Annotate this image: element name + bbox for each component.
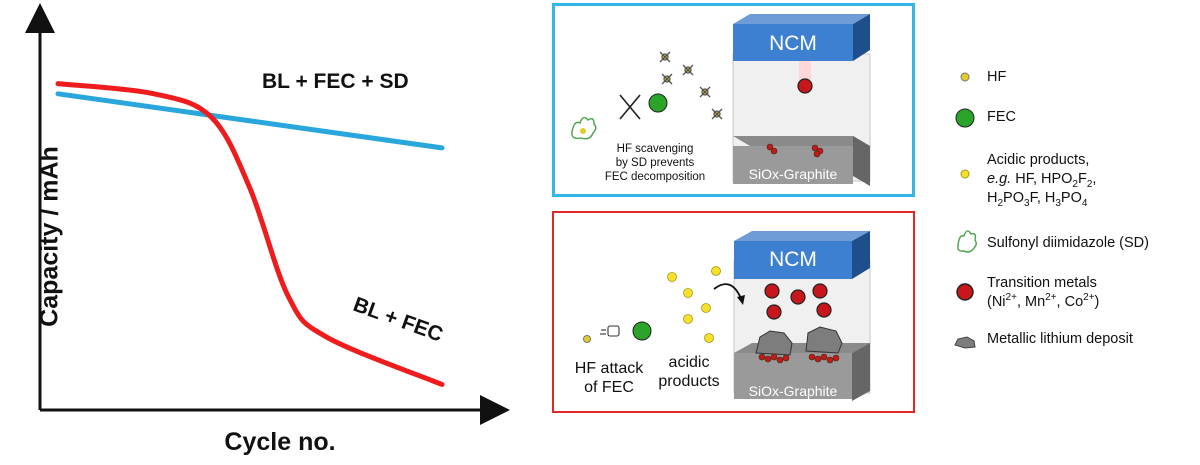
series-line-bl-fec-sd [55, 91, 445, 151]
lithium-deposit-icon [755, 326, 843, 356]
caption-line-2: by SD prevents [615, 157, 695, 169]
caption-line-1: HF scavenging [616, 143, 694, 155]
legend-transition-metals: Transition metals (Ni2+, Mn2+, Co2+) [987, 274, 1099, 312]
hf-molecule-icon [583, 335, 591, 343]
x-axis-label: Cycle no. [224, 428, 336, 456]
chart-canvas [25, 3, 510, 425]
legend-lithium: Metallic lithium deposit [987, 331, 1133, 347]
transition-metal-ions [764, 283, 832, 320]
acid-line-1: acidic [668, 354, 710, 371]
anode-slab-top [734, 343, 870, 353]
acidic-line-2: e.g. HF, HPO2F2, [987, 171, 1097, 190]
transition-metal-icon [797, 78, 813, 94]
series-line-bl-fec [55, 81, 445, 387]
cathode-slab-front [733, 24, 853, 61]
legend-icons [954, 72, 977, 349]
legend-hf: HF [987, 69, 1007, 85]
acid-line-2: products [658, 373, 720, 390]
acidic-product-icons [667, 266, 721, 343]
fec-molecule-icon [632, 321, 652, 341]
cathode-slab-front [734, 241, 852, 279]
lithium-deposit-icon [954, 336, 976, 349]
anode-slab-side [852, 343, 870, 401]
series-label-bl-fec-sd: BL + FEC + SD [262, 70, 409, 93]
hf-icon [960, 72, 970, 82]
tm-line-1: Transition metals [987, 275, 1097, 291]
anode-slab-front [733, 146, 853, 184]
acidic-products-caption: acidic products [649, 353, 729, 391]
no-sd-panel: NCM SiOx-Graphite HF attack of FEC acidi… [552, 211, 915, 413]
tm-deposit-cluster [758, 353, 840, 364]
sd-icon [957, 230, 977, 253]
legend-sd: Sulfonyl diimidazole (SD) [987, 235, 1149, 251]
scavenging-caption: HF scavenging by SD prevents FEC decompo… [580, 142, 730, 184]
legend-acidic: Acidic products, e.g. HF, HPO2F2, H2PO3F… [987, 151, 1096, 208]
hf-attack-line-2: of FEC [584, 379, 634, 396]
hf-attack-caption: HF attack of FEC [569, 359, 649, 397]
cut-scissors-icon [619, 94, 641, 120]
anode-slab-side [853, 136, 870, 186]
ncm-cathode-label: NCM [769, 248, 817, 271]
y-axis-label: Capacity / mAh [35, 146, 64, 327]
tm-line-2: (Ni2+, Mn2+, Co2+) [987, 292, 1100, 310]
hf-neutralized-icons [659, 51, 723, 120]
top-panel-illustration [571, 14, 871, 186]
hf-attack-line-1: HF attack [574, 360, 644, 377]
anode-label: SiOx-Graphite [748, 383, 838, 399]
cathode-slab-side [853, 14, 870, 61]
cathode-slab-top [734, 231, 870, 241]
acidic-line-3: H2PO3F, H3PO4 [987, 190, 1088, 209]
anode-label: SiOx-Graphite [748, 166, 838, 182]
anode-slab-top [733, 136, 870, 146]
cathode-slab-side [852, 231, 870, 279]
ncm-cathode-label: NCM [769, 32, 817, 55]
bottom-panel-illustration [583, 231, 871, 401]
fec-icon [955, 108, 975, 128]
legend-fec: FEC [987, 109, 1016, 125]
transition-metal-icon [956, 283, 974, 301]
acidic-product-icon [960, 169, 970, 179]
sd-protected-panel: NCM SiOx-Graphite HF scavenging by SD pr… [552, 3, 915, 197]
fec-molecule-icon [648, 93, 668, 113]
caption-line-3: FEC decomposition [604, 171, 706, 183]
attack-arrow-head [737, 295, 745, 305]
acidic-line-1: Acidic products, [987, 152, 1090, 168]
attack-fist-icon [600, 325, 620, 337]
cathode-slab-top [733, 14, 870, 24]
sd-scavenger-icon [571, 116, 597, 140]
tm-deposit-cluster [766, 143, 824, 158]
